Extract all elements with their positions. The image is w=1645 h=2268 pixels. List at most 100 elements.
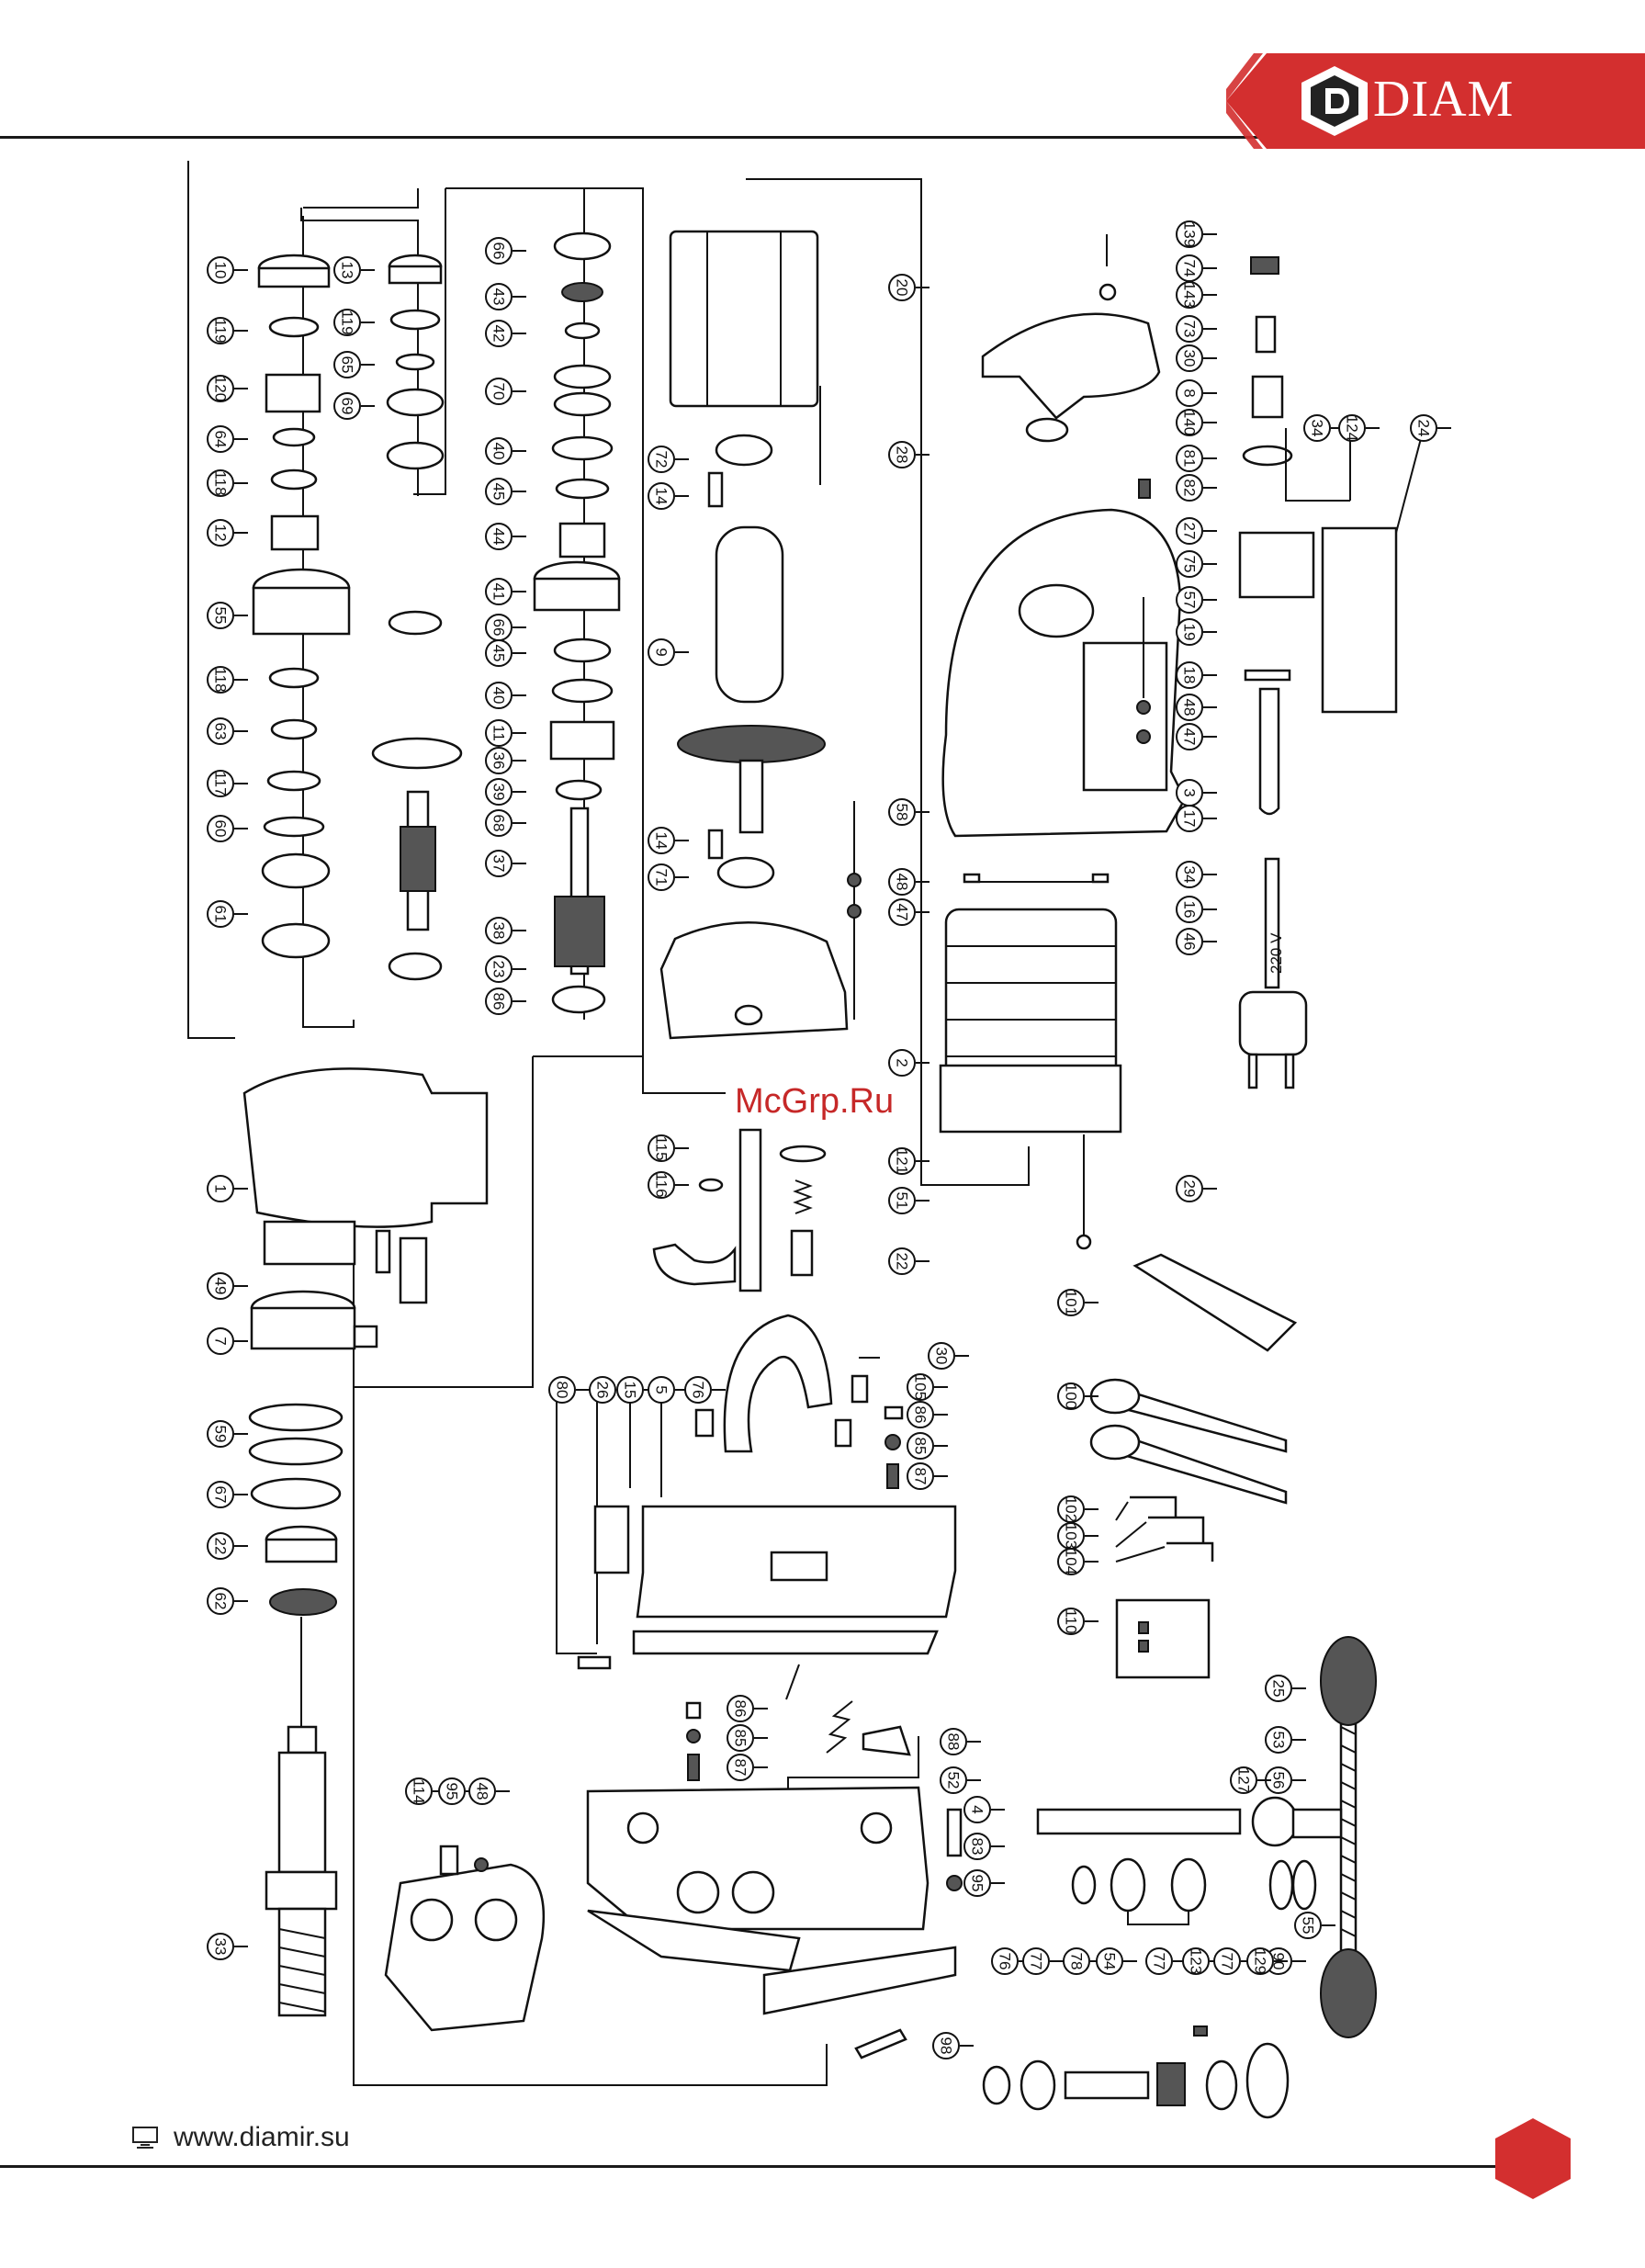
left-gear-stack	[252, 254, 445, 959]
footer-rule	[0, 2165, 1506, 2168]
callout-circle	[207, 317, 234, 344]
callout-20: 20	[888, 274, 916, 301]
callout-circle	[888, 868, 916, 896]
callout-30: 30	[928, 1342, 955, 1370]
plug-voltage-label: 220 V	[1268, 932, 1285, 974]
callout-143: 143	[1176, 281, 1203, 309]
callout-77: 77	[1145, 1947, 1173, 1975]
callout-41: 41	[485, 578, 513, 605]
callout-number: 95	[969, 1875, 986, 1892]
callout-24: 24	[1410, 414, 1437, 442]
callout-119: 119	[333, 309, 361, 336]
callout-17: 17	[1176, 805, 1203, 832]
callout-number: 34	[1181, 866, 1199, 884]
callout-number: 29	[1181, 1180, 1199, 1198]
callout-number: 34	[1309, 420, 1326, 437]
website-link[interactable]: www.diamir.su	[174, 2122, 350, 2152]
callout-87: 87	[727, 1754, 754, 1781]
callout-circle	[727, 1695, 754, 1722]
callout-number: 1	[212, 1184, 230, 1192]
callout-number: 129	[1252, 1948, 1269, 1974]
callout-number: 119	[339, 310, 356, 334]
callout-66: 66	[485, 614, 513, 641]
callout-number: 2	[894, 1058, 911, 1066]
callout-circle	[589, 1376, 616, 1404]
callout-circle	[1176, 694, 1203, 721]
hex-key-104	[1166, 1541, 1214, 1562]
callout-circle	[648, 1376, 675, 1404]
callout-circle	[888, 1247, 916, 1275]
callout-circle	[1176, 723, 1203, 750]
callout-circle	[207, 1272, 234, 1300]
header-rule	[0, 136, 1645, 139]
callout-number: 19	[1181, 624, 1199, 641]
callout-circle	[207, 1420, 234, 1448]
feed-handle-assembly	[982, 1636, 1377, 2119]
callout-number: 3	[1181, 788, 1199, 796]
callout-48: 48	[888, 868, 916, 896]
callout-number: 114	[411, 1778, 428, 1803]
hex-key-103	[1148, 1516, 1205, 1549]
callout-52: 52	[940, 1766, 967, 1794]
callout-circle	[1057, 1548, 1085, 1575]
callout-123: 123	[1182, 1947, 1210, 1975]
callout-circle	[1022, 1947, 1050, 1975]
callout-129: 129	[1246, 1947, 1274, 1975]
power-cord-16	[1264, 857, 1280, 989]
callout-86: 86	[485, 987, 513, 1015]
callout-13: 13	[333, 256, 361, 284]
knob-25	[1320, 1636, 1377, 1726]
callout-number: 87	[912, 1468, 930, 1485]
callout-circle	[207, 1175, 234, 1202]
callout-circle	[1176, 220, 1203, 248]
callout-88: 88	[940, 1728, 967, 1755]
callout-104: 104	[1057, 1548, 1085, 1575]
callout-circle	[1176, 861, 1203, 888]
callout-87: 87	[907, 1462, 934, 1490]
callout-139: 139	[1176, 220, 1203, 248]
watermark-text: McGrp.Ru	[735, 1082, 895, 1121]
callout-number: 119	[212, 318, 230, 343]
callout-40: 40	[485, 682, 513, 709]
gear-cover-2	[659, 921, 849, 1040]
callout-number: 62	[212, 1593, 230, 1610]
callout-circle	[1096, 1947, 1123, 1975]
callout-number: 55	[1300, 1917, 1317, 1935]
callout-circle	[1176, 281, 1203, 309]
page-badge-hexagon	[1495, 2118, 1571, 2199]
callout-circle	[1265, 1726, 1292, 1754]
handle-30	[723, 1314, 833, 1453]
callout-circle	[207, 815, 234, 842]
callout-77: 77	[1213, 1947, 1241, 1975]
callout-72: 72	[648, 446, 675, 473]
callout-number: 20	[894, 279, 911, 297]
callout-115: 115	[648, 1134, 675, 1162]
callout-circle	[1176, 661, 1203, 689]
top-cover-30	[981, 312, 1161, 420]
callout-59: 59	[207, 1420, 234, 1448]
callout-100: 100	[1057, 1382, 1085, 1410]
callout-circle	[1338, 414, 1366, 442]
callout-73: 73	[1176, 315, 1203, 343]
callout-number: 124	[1344, 415, 1361, 441]
callout-circle	[928, 1342, 955, 1370]
callout-number: 71	[653, 869, 670, 886]
callout-circle	[485, 437, 513, 465]
callout-number: 104	[1063, 1549, 1080, 1574]
diam-logo-icon	[1301, 66, 1368, 136]
callout-number: 46	[1181, 933, 1199, 951]
callout-number: 59	[212, 1426, 230, 1443]
callout-circle	[1057, 1608, 1085, 1635]
callout-circle	[648, 863, 675, 891]
callout-circle	[485, 987, 513, 1015]
stator-20	[669, 230, 819, 408]
callout-number: 25	[1270, 1680, 1288, 1698]
callout-101: 101	[1057, 1289, 1085, 1316]
callout-number: 140	[1181, 410, 1199, 435]
callout-56: 56	[1265, 1766, 1292, 1794]
callout-23: 23	[485, 955, 513, 983]
callout-7: 7	[207, 1327, 234, 1355]
callout-number: 68	[490, 815, 508, 832]
callout-9: 9	[648, 638, 675, 666]
callout-circle	[1176, 896, 1203, 923]
